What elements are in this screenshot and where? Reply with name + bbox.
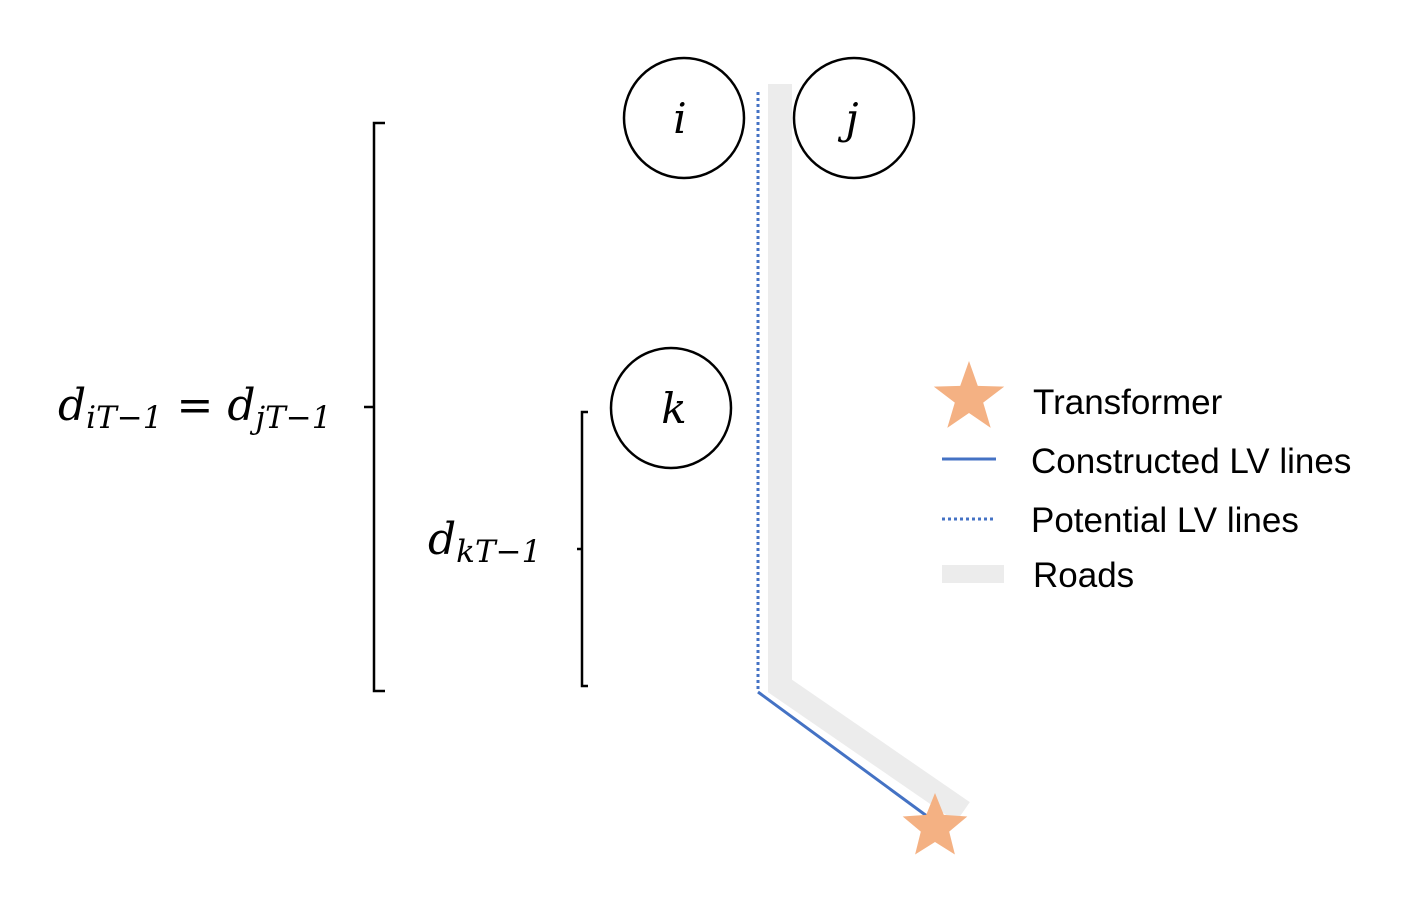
d-i-subscript: iT−1 xyxy=(86,400,162,436)
d-k-subscript: kT−1 xyxy=(456,534,541,570)
bracket-ij xyxy=(364,121,385,693)
distance-ij-label: diT−1 = djT−1 xyxy=(58,380,331,436)
node-i-label: i xyxy=(673,94,686,143)
d-j-subscript: jT−1 xyxy=(249,400,331,436)
node-k-label: k xyxy=(661,384,686,433)
legend-roads-label: Roads xyxy=(1033,556,1134,595)
legend-transformer-icon xyxy=(933,361,1005,428)
d-k-symbol: d xyxy=(428,514,456,565)
legend-roads-icon xyxy=(942,565,1004,583)
node-k: k xyxy=(609,346,733,470)
d-i-symbol: d xyxy=(58,380,86,431)
legend-potential-label: Potential LV lines xyxy=(1031,501,1299,540)
node-j: j xyxy=(792,56,916,180)
legend-constructed-label: Constructed LV lines xyxy=(1031,442,1351,481)
bracket-k xyxy=(577,410,588,688)
legend-transformer-label: Transformer xyxy=(1033,383,1223,422)
equals-sign: = xyxy=(162,380,227,431)
constructed-lv-line xyxy=(757,690,936,824)
d-j-symbol: d xyxy=(227,380,255,431)
distance-k-label: dkT−1 xyxy=(428,514,541,570)
node-i: i xyxy=(622,56,746,180)
transformer-star-icon xyxy=(902,793,968,855)
legend: Transformer Constructed LV lines Potenti… xyxy=(933,361,1351,595)
road-path xyxy=(768,84,970,822)
